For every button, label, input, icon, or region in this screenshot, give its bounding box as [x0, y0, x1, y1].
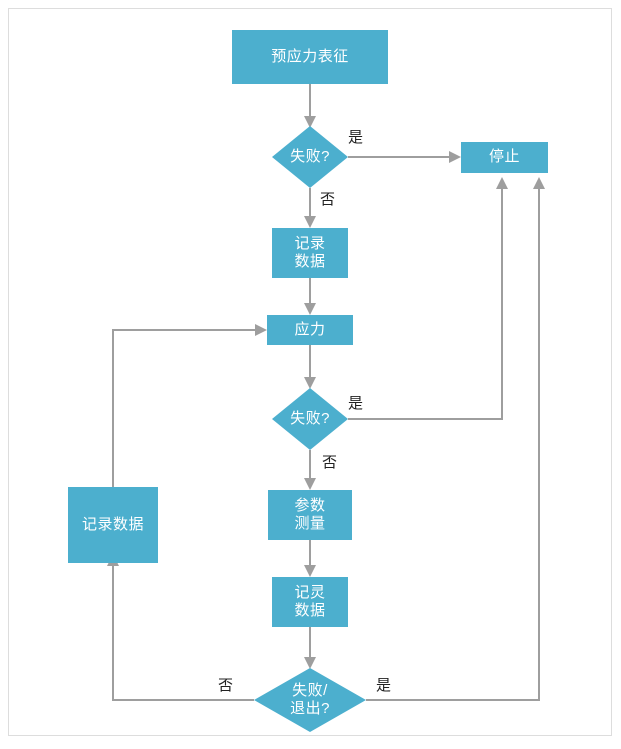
edge-label-fail2-no: 否 — [322, 454, 338, 471]
node-param[interactable]: 参数 测量 — [268, 490, 352, 540]
node-fail1[interactable]: 失败? — [272, 126, 348, 188]
node-record2[interactable]: 记灵 数据 — [272, 577, 348, 627]
node-stress[interactable]: 应力 — [267, 315, 353, 345]
edge-label-fail2-yes: 是 — [348, 395, 364, 412]
node-record1[interactable]: 记录 数据 — [272, 228, 348, 278]
node-fail1-label: 失败? — [290, 148, 330, 166]
node-failexit-label: 失败/ 退出? — [290, 682, 330, 717]
node-prestress[interactable]: 预应力表征 — [232, 30, 388, 84]
edge-label-failexit-no: 否 — [218, 677, 234, 694]
edge-label-failexit-yes: 是 — [376, 677, 392, 694]
node-stop[interactable]: 停止 — [461, 142, 548, 173]
edge-label-fail1-no: 否 — [320, 191, 336, 208]
edge-label-fail1-yes: 是 — [348, 129, 364, 146]
node-fail2[interactable]: 失败? — [272, 388, 348, 450]
node-failexit[interactable]: 失败/ 退出? — [254, 668, 366, 732]
node-fail2-label: 失败? — [290, 410, 330, 428]
node-record-left[interactable]: 记录数据 — [68, 487, 158, 563]
